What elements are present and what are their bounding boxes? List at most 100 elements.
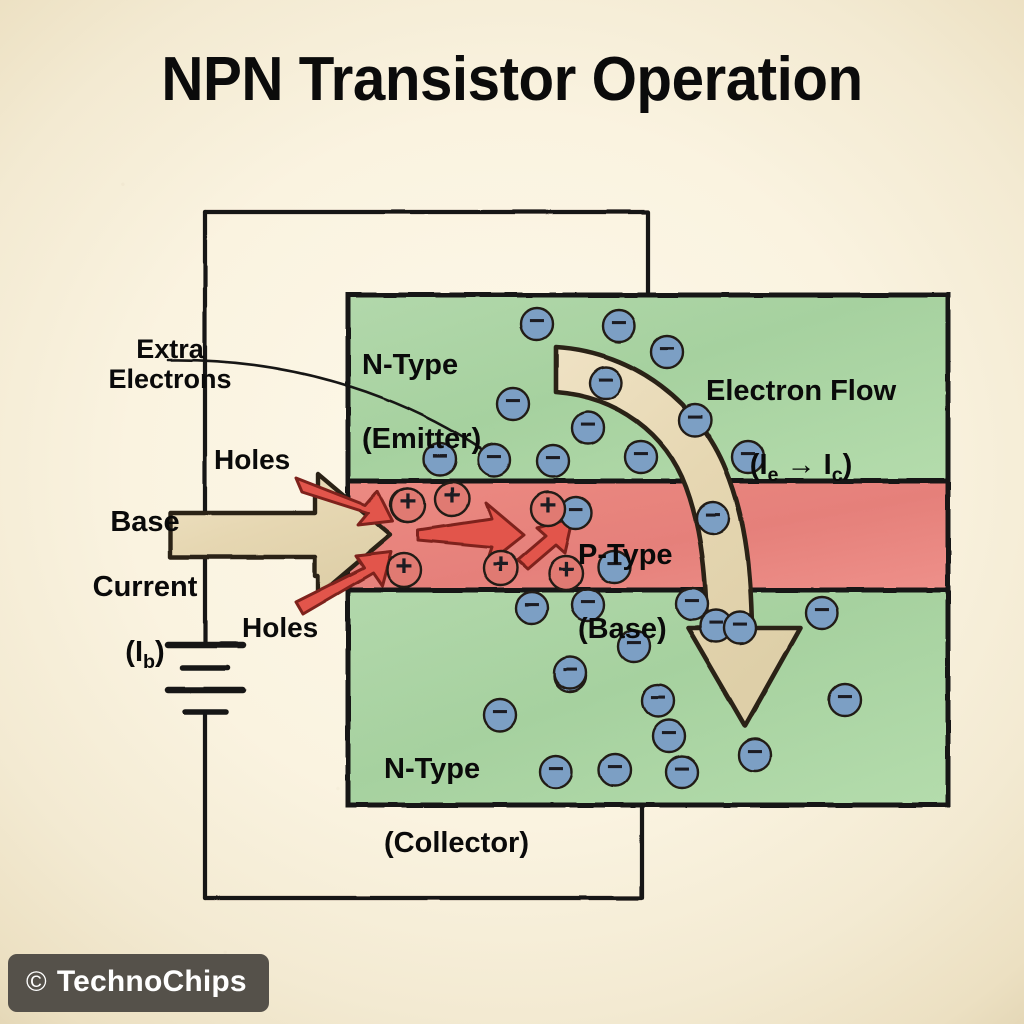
label-n-type-emitter: N-Type (Emitter) bbox=[362, 310, 481, 458]
label-extra-electrons: Extra Electrons bbox=[108, 334, 232, 395]
svg-text:+: + bbox=[395, 550, 412, 583]
svg-text:−: − bbox=[814, 594, 830, 625]
base-current-line2: Current bbox=[92, 571, 198, 604]
electron-carrier: − bbox=[804, 594, 840, 631]
svg-text:−: − bbox=[568, 494, 584, 525]
electron-carrier: − bbox=[664, 753, 700, 790]
label-n-type-collector: N-Type (Collector) bbox=[384, 714, 529, 862]
emitter-line2: (Emitter) bbox=[362, 423, 482, 456]
electron-carrier: − bbox=[722, 609, 758, 646]
hole-carrier: + bbox=[529, 489, 567, 528]
svg-text:+: + bbox=[557, 553, 574, 586]
electron-carrier: − bbox=[558, 494, 594, 531]
hole-arrow-upper bbox=[294, 476, 394, 527]
svg-text:−: − bbox=[687, 401, 703, 432]
svg-text:−: − bbox=[650, 682, 666, 713]
electron-carrier: − bbox=[570, 586, 606, 623]
electron-carrier: − bbox=[649, 333, 685, 370]
svg-text:−: − bbox=[562, 654, 578, 685]
electron-carrier: − bbox=[737, 736, 773, 773]
svg-text:−: − bbox=[580, 586, 596, 617]
hole-carrier: + bbox=[482, 548, 520, 587]
hole-carrier: + bbox=[547, 553, 585, 592]
svg-text:+: + bbox=[492, 548, 509, 581]
label-p-type-base: P-Type (Base) bbox=[578, 500, 673, 648]
hole-injection-arrows bbox=[294, 476, 394, 616]
base-drift-arrows bbox=[416, 501, 575, 571]
svg-text:−: − bbox=[740, 438, 756, 469]
svg-text:−: − bbox=[684, 585, 700, 616]
hole-arrow-diagonal bbox=[516, 516, 575, 571]
base-line1: P-Type bbox=[578, 539, 673, 572]
electron-carrier: − bbox=[570, 409, 606, 446]
svg-text:−: − bbox=[486, 441, 502, 472]
svg-text:−: − bbox=[607, 751, 623, 782]
hole-carrier: + bbox=[389, 485, 427, 524]
electron-carrier: − bbox=[422, 440, 458, 477]
collector-line1: N-Type bbox=[384, 753, 481, 786]
electron-carrier: − bbox=[552, 654, 588, 691]
electron-carrier: − bbox=[482, 696, 518, 733]
hole-carrier: + bbox=[433, 479, 471, 518]
extra-electrons-leader bbox=[166, 358, 488, 454]
hole-arrow-center bbox=[416, 501, 526, 567]
copyright-icon: © bbox=[26, 966, 47, 997]
svg-text:−: − bbox=[747, 736, 763, 767]
svg-text:+: + bbox=[443, 479, 460, 512]
svg-text:−: − bbox=[708, 607, 724, 638]
svg-text:−: − bbox=[611, 307, 627, 338]
svg-text:−: − bbox=[524, 589, 540, 620]
electron-carrier: − bbox=[538, 753, 574, 790]
electron-flow-currents: (Ie → Ic) bbox=[749, 449, 853, 487]
wire-bottom bbox=[202, 803, 645, 901]
hole-carrier: + bbox=[385, 550, 423, 589]
electron-carrier: − bbox=[596, 548, 632, 585]
svg-text:−: − bbox=[545, 442, 561, 473]
electron-carrier: − bbox=[651, 717, 687, 754]
svg-text:−: − bbox=[580, 409, 596, 440]
electron-carrier: − bbox=[695, 499, 731, 536]
svg-text:−: − bbox=[529, 305, 545, 336]
svg-text:+: + bbox=[539, 489, 556, 522]
electron-carrier: − bbox=[514, 589, 550, 626]
electron-carrier: − bbox=[677, 401, 713, 438]
electron-carrier: − bbox=[827, 681, 863, 718]
electron-carrier: − bbox=[616, 627, 652, 664]
base-current-line1: Base bbox=[110, 506, 180, 539]
circuit-wiring bbox=[202, 209, 651, 901]
svg-text:−: − bbox=[626, 627, 642, 658]
svg-text:−: − bbox=[674, 753, 690, 784]
battery-symbol bbox=[164, 641, 247, 715]
page-title: NPN Transistor Operation bbox=[161, 45, 863, 114]
emitter-line1: N-Type bbox=[362, 349, 459, 382]
svg-text:−: − bbox=[659, 333, 675, 364]
electron-carrier: − bbox=[476, 441, 512, 478]
electron-flow-title: Electron Flow bbox=[706, 375, 897, 408]
electron-carrier: − bbox=[623, 438, 659, 475]
watermark: © TechnoChips bbox=[8, 954, 269, 1012]
svg-text:−: − bbox=[432, 440, 448, 471]
svg-text:−: − bbox=[505, 385, 521, 416]
base-current-symbol: (Ib) bbox=[125, 636, 165, 674]
electron-carrier: − bbox=[535, 442, 571, 479]
electron-carrier: − bbox=[730, 438, 766, 475]
electron-carrier: − bbox=[495, 385, 531, 422]
svg-text:−: − bbox=[705, 499, 721, 530]
electron-carrier: − bbox=[640, 682, 676, 719]
electron-carrier: − bbox=[597, 751, 633, 788]
base-line2: (Base) bbox=[578, 613, 667, 646]
wire-top bbox=[202, 209, 651, 299]
svg-text:−: − bbox=[598, 364, 614, 395]
svg-text:−: − bbox=[548, 753, 564, 784]
svg-text:−: − bbox=[633, 438, 649, 469]
svg-text:−: − bbox=[606, 548, 622, 579]
electron-carrier: − bbox=[674, 585, 710, 622]
svg-text:−: − bbox=[732, 609, 748, 640]
collector-line2: (Collector) bbox=[384, 827, 529, 860]
charge-carrier-layer: −−−−−−−−−−−−−−−−−−−−−−−−−−−−−−−−+++++++ bbox=[385, 305, 863, 790]
watermark-text: TechnoChips bbox=[56, 965, 247, 998]
electron-carrier: − bbox=[519, 305, 555, 342]
label-holes-top: Holes bbox=[214, 444, 291, 475]
